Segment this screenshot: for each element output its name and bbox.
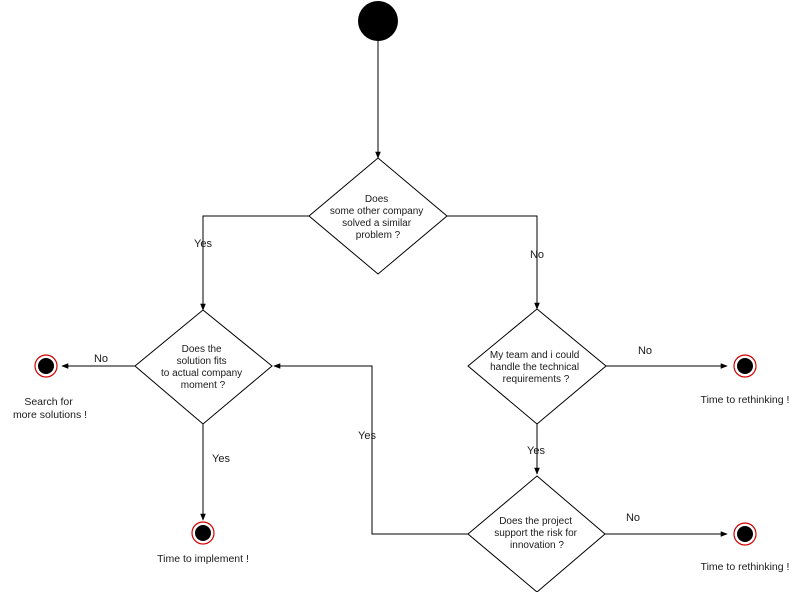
label-q4-no: No <box>626 512 640 524</box>
label-q3-no: No <box>638 345 652 357</box>
end-label-rethink-2: Time to rethinking ! <box>701 561 790 573</box>
end-node-search <box>34 354 58 378</box>
q4-text: Does the project support the risk for in… <box>494 516 580 551</box>
q2-text: Does the solution fits to actual company… <box>161 344 245 391</box>
label-q4-yes: Yes <box>358 430 376 442</box>
label-q1-yes: Yes <box>194 238 212 250</box>
end-node-implement <box>191 521 215 545</box>
edge-q1-yes <box>200 215 309 311</box>
label-q2-no: No <box>94 353 108 365</box>
q3-text: My team and i could handle the technical… <box>490 350 582 385</box>
end-node-rethink-1 <box>733 354 757 378</box>
edge-q4-yes <box>273 363 468 535</box>
label-q1-no: No <box>530 249 544 261</box>
label-q3-yes: Yes <box>527 445 545 457</box>
edge-q1-no <box>447 215 540 310</box>
end-node-rethink-2 <box>733 522 757 546</box>
start-node <box>358 1 398 41</box>
decision-q3 <box>467 308 607 425</box>
label-q2-yes: Yes <box>212 453 230 465</box>
q1-text: Does some other company solved a similar… <box>330 194 426 241</box>
decision-q2 <box>134 309 273 425</box>
decision-q1 <box>308 157 448 275</box>
end-label-implement: Time to implement ! <box>157 553 249 565</box>
end-label-search: Search for more solutions ! <box>13 396 87 421</box>
end-label-rethink-1: Time to rethinking ! <box>701 394 790 406</box>
decision-q4 <box>467 475 606 592</box>
